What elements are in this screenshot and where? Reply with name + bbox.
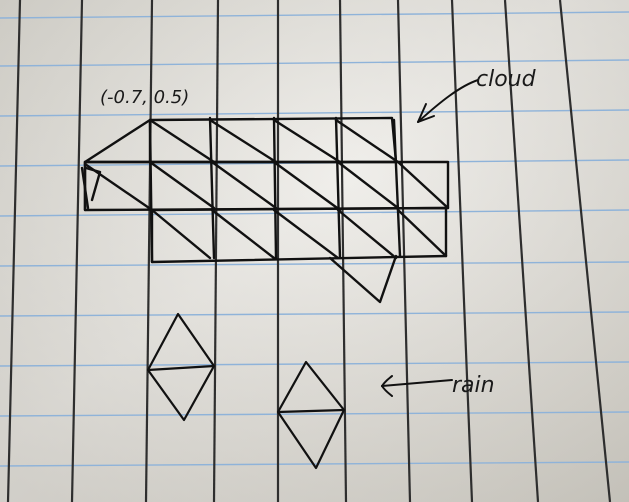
rain-arrow (381, 375, 453, 397)
rain-label: rain (452, 373, 495, 398)
raindrop-drawing-1 (146, 312, 216, 422)
ruled-lines (0, 11, 629, 467)
coordinate-annotation: (-0.7, 0.5) (100, 87, 189, 108)
cloud-label: cloud (476, 67, 537, 92)
cloud-arrow (417, 79, 479, 123)
cloud-drawing (80, 116, 450, 304)
vertical-lines (6, 0, 612, 502)
raindrop-drawing-2 (276, 360, 346, 470)
